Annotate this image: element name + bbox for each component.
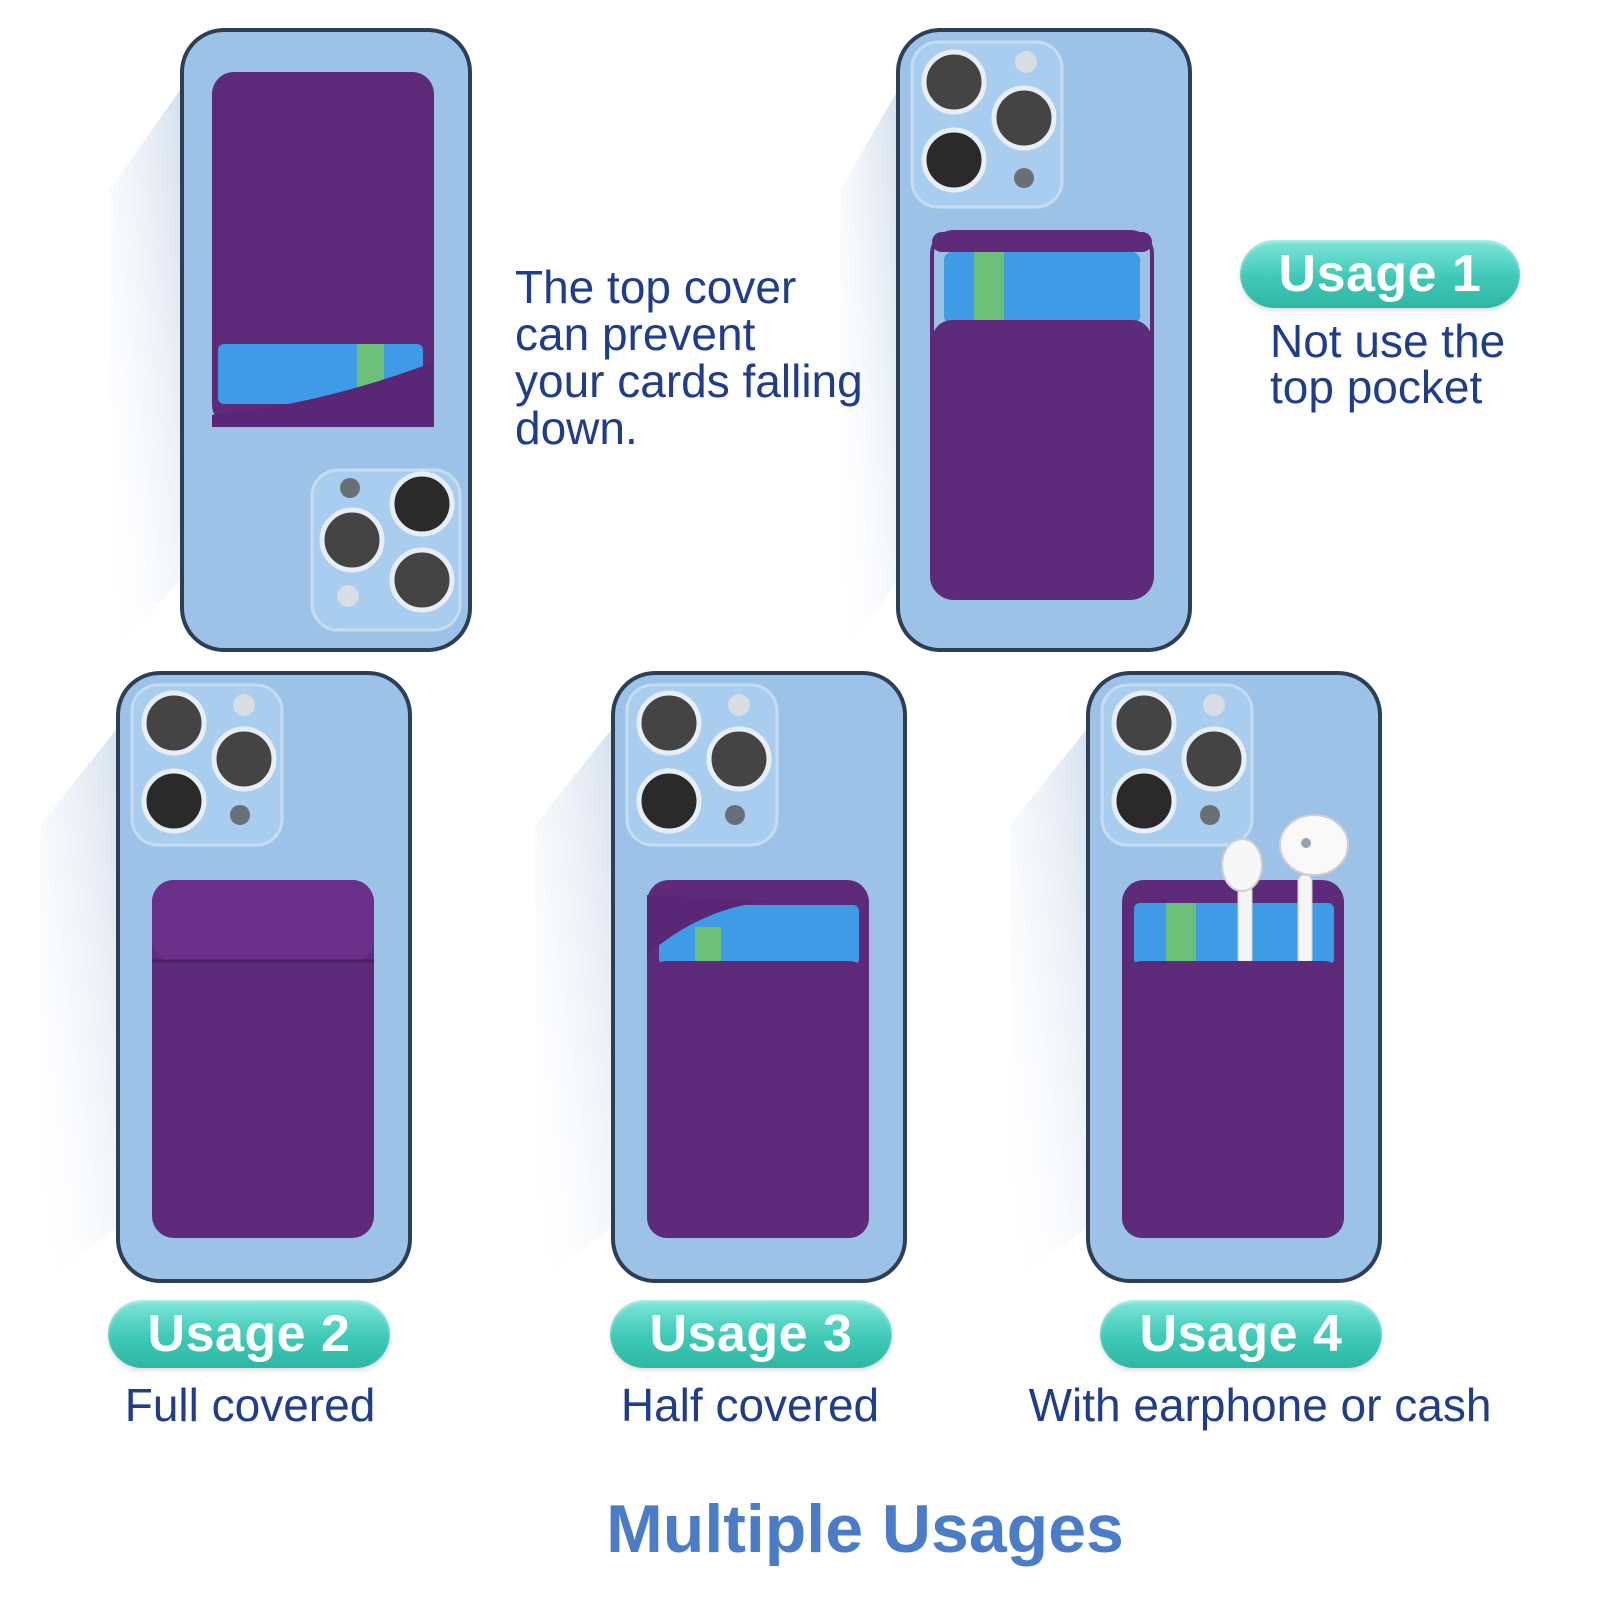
phone-camera-icon [910,40,1064,209]
page-title: Multiple Usages [606,1491,1124,1567]
card-pocket [932,320,1152,598]
credit-card-icon [659,905,859,965]
phone-illustration-usage-1 [840,20,1200,660]
usage-3-badge: Usage 3 [610,1300,892,1368]
usage-4-badge: Usage 4 [1100,1300,1382,1368]
earphone-icon [1221,814,1349,966]
card-pocket [152,880,374,1238]
phone-illustration-usage-4 [1010,665,1390,1285]
phone-camera-icon [130,683,284,847]
top-cover-description: The top cover can prevent your cards fal… [515,261,863,454]
phone-illustration-usage-3 [535,665,915,1285]
usage-2-badge: Usage 2 [108,1300,390,1368]
phone-camera-icon [625,683,779,847]
usage-1-caption: Not use the top pocket [1270,315,1506,413]
usage-1-badge: Usage 1 [1240,240,1520,308]
credit-card-icon [1134,903,1334,965]
credit-card-icon [944,252,1140,324]
phone-camera-icon [310,468,462,632]
phone-illustration-top-cover [100,20,500,660]
top-cover-pocket [212,72,434,427]
phone-camera-icon [1100,683,1254,847]
usage-2-caption: Full covered [124,1379,376,1431]
usage-3-caption: Half covered [620,1379,880,1431]
phone-illustration-usage-2 [40,665,420,1285]
usage-4-caption: With earphone or cash [1028,1379,1492,1431]
